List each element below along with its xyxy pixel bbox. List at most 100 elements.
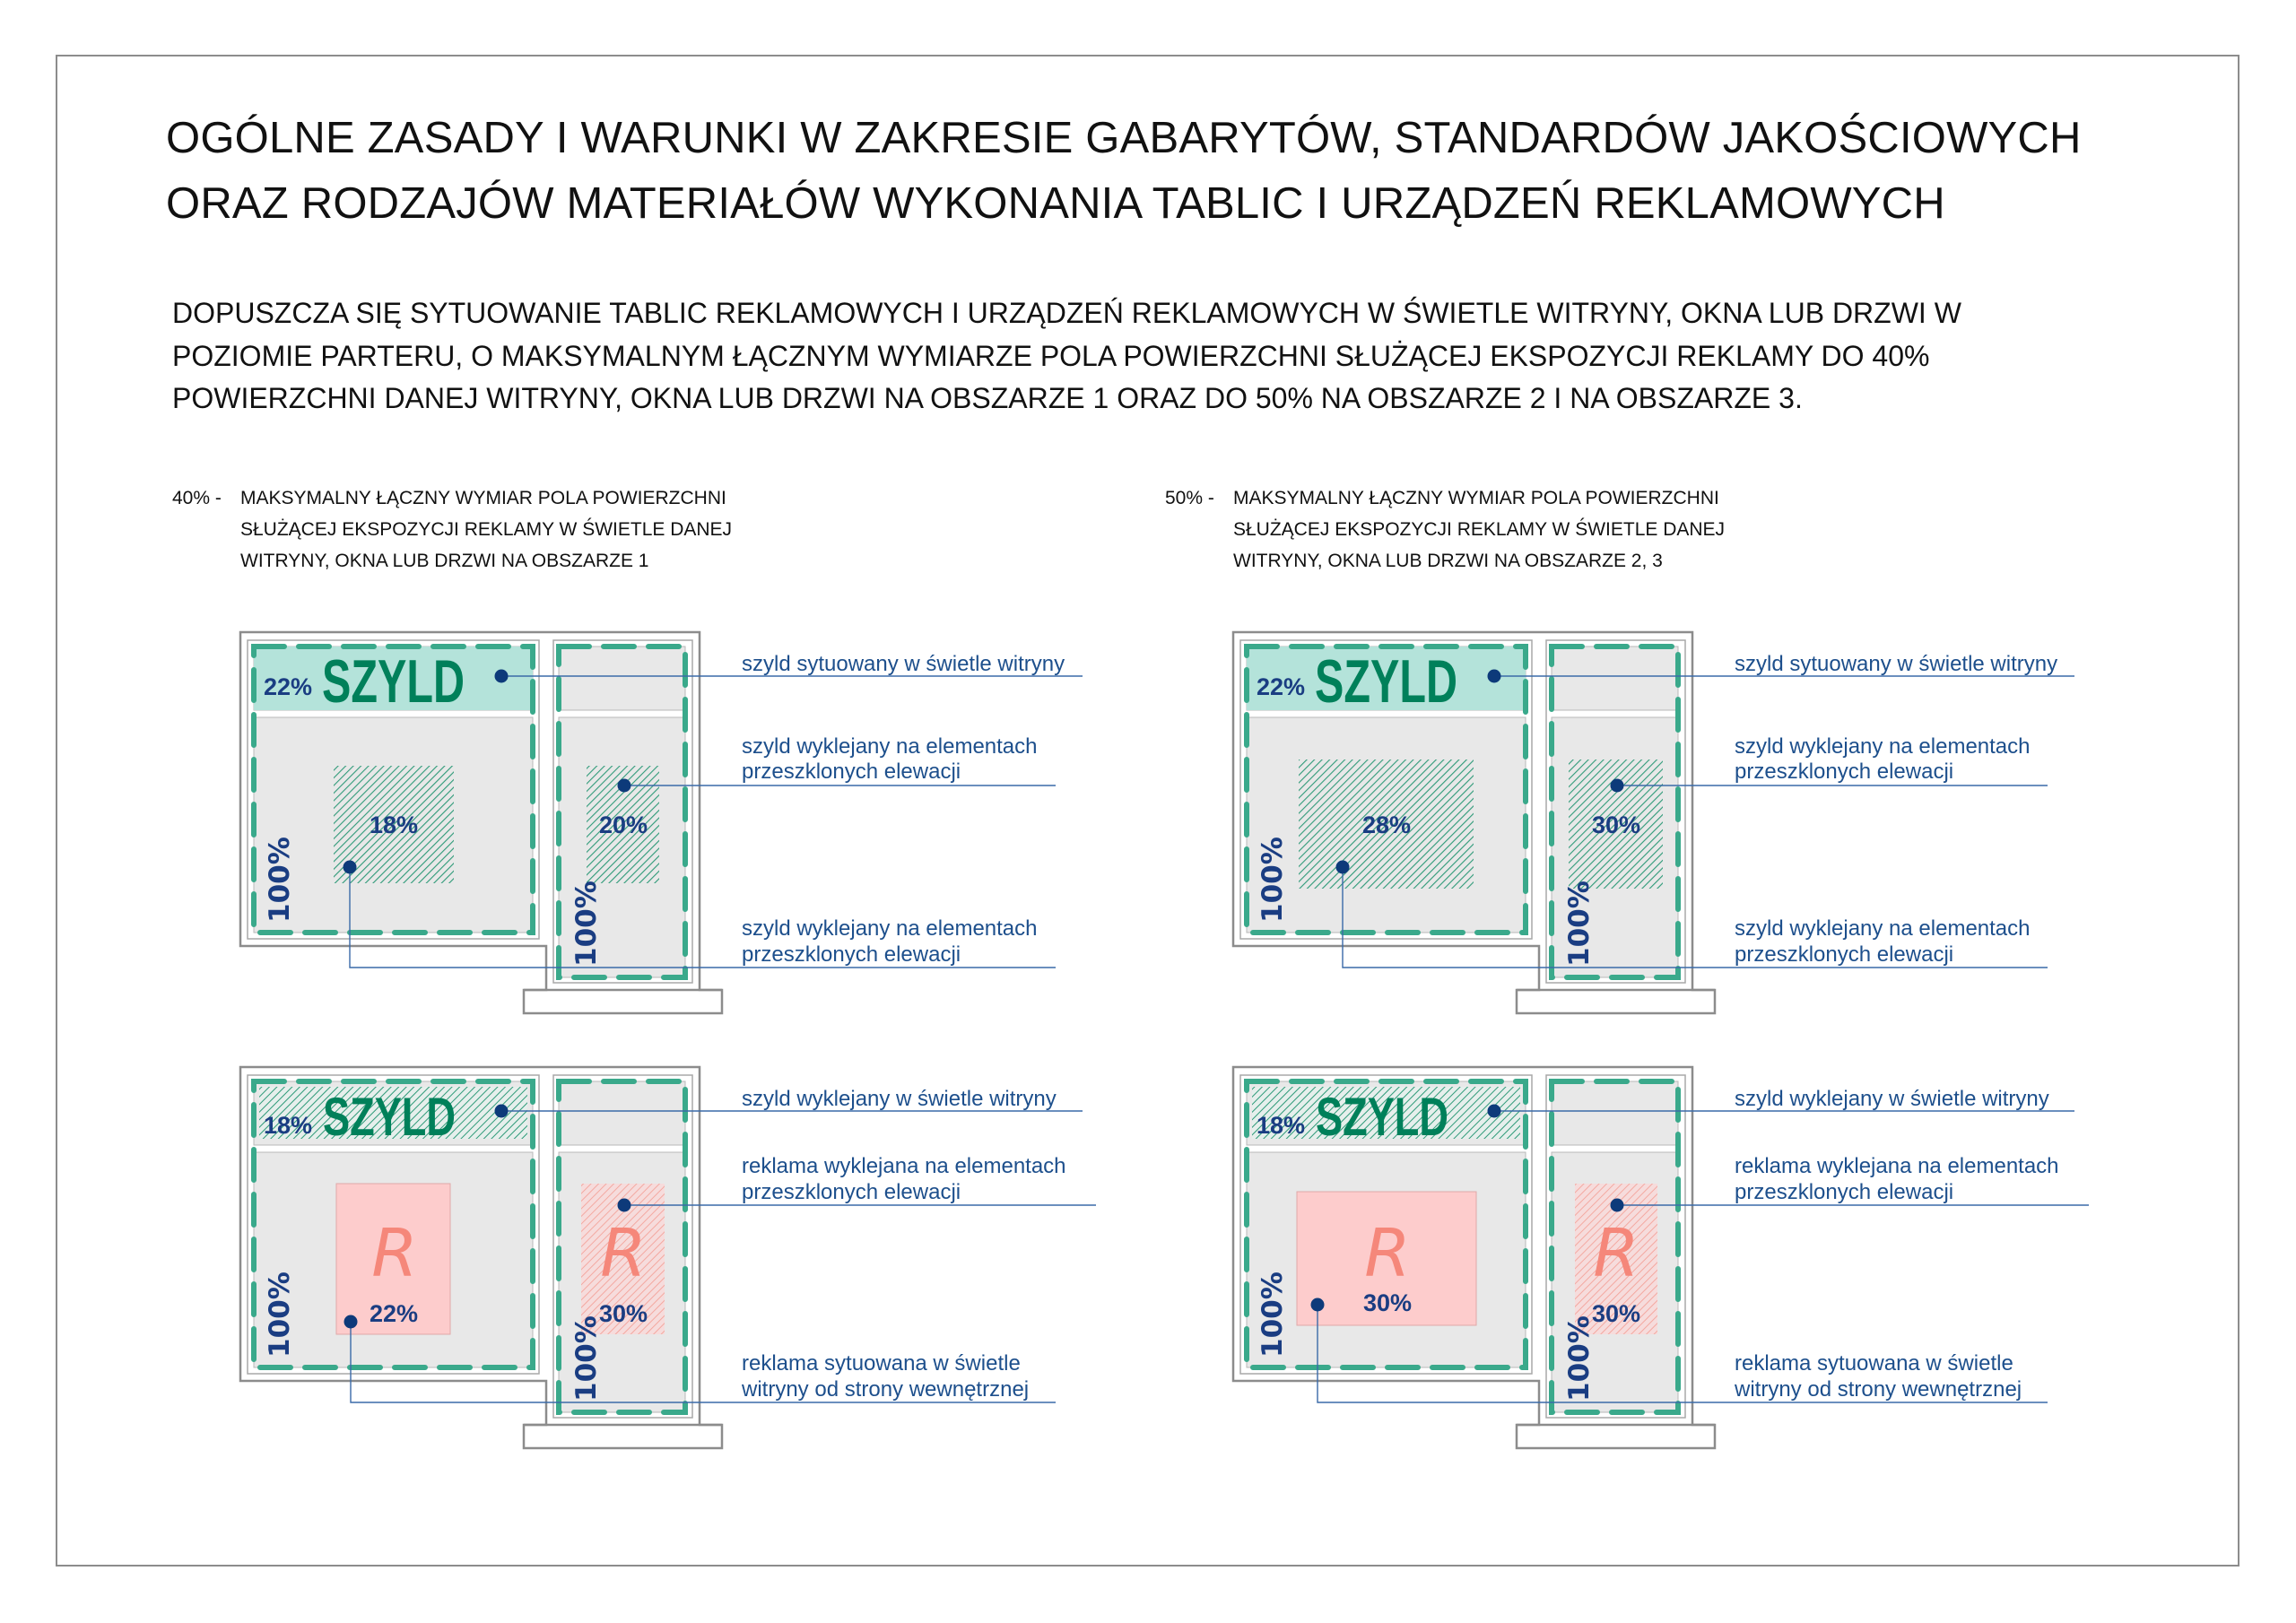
leader-line <box>350 1322 1056 1403</box>
intro-line-3: POWIERZCHNI DANEJ WITRYNY, OKNA LUB DRZW… <box>172 382 1803 414</box>
sign-text: SZYLD <box>1315 647 1457 716</box>
ad-letter: R <box>600 1215 646 1292</box>
window-full-percent: 100% <box>1257 837 1289 923</box>
door-transom <box>1551 646 1679 711</box>
leader-line <box>1342 867 2048 968</box>
annotation-label: szyld wyklejany na elementach <box>1735 734 2031 759</box>
marker-dot <box>1487 669 1501 683</box>
window-ad-area <box>335 1183 451 1335</box>
annotation-label: przeszklonych elewacji <box>1735 759 1953 784</box>
annotation-label: przeszklonych elewacji <box>742 942 961 967</box>
door-full-percent: 100% <box>570 1315 603 1402</box>
intro-line-1: DOPUSZCZA SIĘ SYTUOWANIE TABLIC REKLAMOW… <box>172 297 1961 329</box>
ad-letter: R <box>371 1215 417 1292</box>
sign-band <box>1247 647 1526 710</box>
marker-dot <box>617 778 631 793</box>
annotation-label: reklama sytuowana w świetle <box>1735 1351 2013 1376</box>
annotation-label: witryny od strony wewnętrznej <box>1734 1377 2022 1402</box>
legend-line: SŁUŻĄCEJ EKSPOZYCJI REKLAMY W ŚWIETLE DA… <box>1233 519 1726 540</box>
annotation-label: szyld wyklejany na elementach <box>1735 916 2031 941</box>
annotation-label: szyld wyklejany w świetle witryny <box>742 1087 1057 1111</box>
leader-line <box>1317 1305 2048 1403</box>
window-full-area-boundary <box>1244 1079 1528 1370</box>
door-transom <box>558 1081 686 1146</box>
page-border <box>56 55 2239 1567</box>
facade-diagram-area1-sign: SZYLD 22% 18% 20% 100% 100% szyld sytuowany w … <box>239 630 1083 1015</box>
window-full-percent: 100% <box>264 1271 296 1358</box>
intro-paragraph: DOPUSZCZA SIĘ SYTUOWANIE TABLIC REKLAMOW… <box>172 292 1961 421</box>
door-full-area-boundary <box>556 644 688 980</box>
door-element-percent: 20% <box>599 812 648 838</box>
door-full-percent: 100% <box>570 881 603 967</box>
window-element-percent: 30% <box>1363 1289 1412 1316</box>
door-transom <box>558 646 686 711</box>
window-full-area-boundary <box>251 1079 535 1370</box>
annotation-label: reklama wyklejana na elementach <box>742 1154 1066 1178</box>
door-element-percent: 30% <box>1592 812 1640 838</box>
sign-percent: 22% <box>264 673 312 700</box>
door-full-percent: 100% <box>1563 1315 1596 1402</box>
leader-line <box>349 867 1056 968</box>
sign-percent: 18% <box>264 1112 312 1139</box>
sign-text: SZYLD <box>1316 1087 1448 1147</box>
sign-text: SZYLD <box>322 647 465 716</box>
annotation-label: szyld wyklejany na elementach <box>742 734 1038 759</box>
annotation-label: szyld wyklejany na elementach <box>742 916 1038 941</box>
window-element-percent: 22% <box>370 1300 418 1327</box>
annotation-label: szyld sytuowany w świetle witryny <box>1735 652 2057 676</box>
ad-letter: R <box>1593 1215 1639 1292</box>
annotation-label: przeszklonych elewacji <box>742 1180 961 1204</box>
intro-line-2: POZIOMIE PARTERU, O MAKSYMALNYM ŁĄCZNYM … <box>172 339 1930 372</box>
marker-dot <box>1310 1298 1325 1312</box>
marker-dot <box>494 1104 509 1118</box>
sign-band-hatched <box>259 1087 527 1139</box>
annotation-label: przeszklonych elewacji <box>1735 1180 1953 1204</box>
legend-line: SŁUŻĄCEJ EKSPOZYCJI REKLAMY W ŚWIETLE DA… <box>240 519 733 540</box>
legend-line: WITRYNY, OKNA LUB DRZWI NA OBSZARZE 1 <box>240 551 649 571</box>
marker-dot <box>343 860 357 874</box>
door-element-percent: 30% <box>599 1300 648 1327</box>
door-full-area-boundary <box>556 1079 688 1415</box>
marker-dot <box>344 1315 358 1329</box>
sign-text: SZYLD <box>323 1087 456 1147</box>
window-element-percent: 28% <box>1362 812 1411 838</box>
annotation-label: szyld sytuowany w świetle witryny <box>742 652 1065 676</box>
ad-letter: R <box>1364 1215 1410 1292</box>
window-full-area-boundary <box>251 644 535 935</box>
window-full-percent: 100% <box>264 837 296 923</box>
window-full-area-boundary <box>1244 644 1528 935</box>
marker-dot <box>1335 860 1350 874</box>
annotation-label: reklama wyklejana na elementach <box>1735 1154 2059 1178</box>
door-element-percent: 30% <box>1592 1300 1640 1327</box>
marker-dot <box>1610 1198 1624 1212</box>
page-title: OGÓLNE ZASADY I WARUNKI W ZAKRESIE GABAR… <box>166 106 2082 237</box>
annotation-label: witryny od strony wewnętrznej <box>741 1377 1029 1402</box>
window-ad-area <box>1296 1191 1477 1326</box>
legend-line: MAKSYMALNY ŁĄCZNY WYMIAR POLA POWIERZCHN… <box>240 488 726 508</box>
sign-percent: 18% <box>1257 1112 1305 1139</box>
window-element-percent: 18% <box>370 812 418 838</box>
door-transom <box>1551 1081 1679 1146</box>
annotation-label: przeszklonych elewacji <box>742 759 961 784</box>
sign-band-hatched <box>1252 1087 1520 1139</box>
legend-line: WITRYNY, OKNA LUB DRZWI NA OBSZARZE 2, 3 <box>1233 551 1663 571</box>
door-full-area-boundary <box>1549 1079 1681 1415</box>
sign-band <box>254 647 533 710</box>
title-line-2: ORAZ RODZAJÓW MATERIAŁÓW WYKONANIA TABLI… <box>166 179 1945 228</box>
door-full-area-boundary <box>1549 644 1681 980</box>
annotation-label: reklama sytuowana w świetle <box>742 1351 1021 1376</box>
window-full-percent: 100% <box>1257 1271 1289 1358</box>
marker-dot <box>617 1198 631 1212</box>
marker-dot <box>494 669 509 683</box>
window-sticker-area <box>1299 759 1474 889</box>
legend-percent: 50% - <box>1165 488 1214 508</box>
door-full-percent: 100% <box>1563 881 1596 967</box>
annotation-label: szyld wyklejany w świetle witryny <box>1735 1087 2049 1111</box>
marker-dot <box>1487 1104 1501 1118</box>
sign-percent: 22% <box>1257 673 1305 700</box>
facade-diagram-area23-sign: SZYLD 22% 28% 30% 100% 100% szyld sytuowany w … <box>1231 630 2074 1015</box>
annotation-label: przeszklonych elewacji <box>1735 942 1953 967</box>
